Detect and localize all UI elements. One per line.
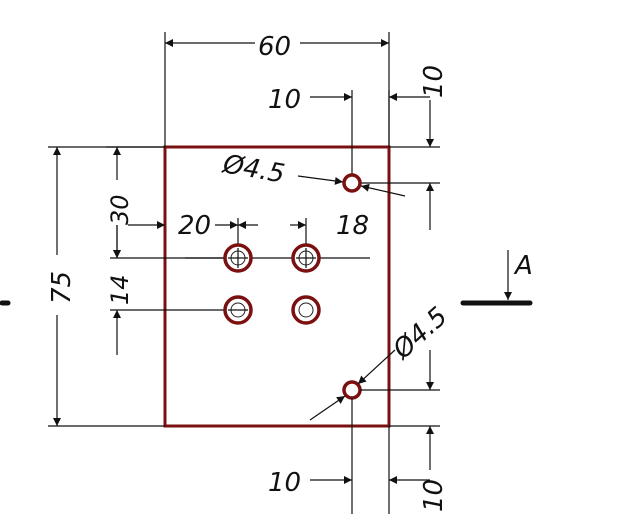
dim-bottom-offset-y: 10: [360, 350, 449, 512]
dim-label-60: 60: [258, 32, 291, 62]
section-label: A: [513, 251, 533, 281]
dim-bottom-hole-dia: Ø4.5: [309, 302, 454, 421]
hole-3: [223, 295, 253, 325]
holes: [223, 173, 362, 400]
dim-label-bottom-10x: 10: [268, 468, 301, 498]
dim-top-hole-dia: Ø4.5: [220, 149, 406, 197]
hole-2: [291, 243, 321, 273]
dim-top-offset-y: 10: [360, 65, 449, 230]
dim-label-top-dia: Ø4.5: [220, 149, 287, 189]
dim-offset-30: 30: [106, 146, 238, 259]
dim-spacing-14: 14: [106, 225, 238, 355]
dim-label-top-10y: 10: [419, 65, 449, 98]
dim-top-offset-x: 10: [268, 85, 430, 183]
dim-label-30: 30: [106, 194, 134, 225]
dim-spacing-20: 20: [128, 211, 239, 258]
dim-label-14: 14: [106, 274, 134, 305]
dim-bottom-offset-x: 10: [268, 398, 430, 514]
hole-bottom-right: [342, 380, 362, 400]
dim-label-bottom-10y: 10: [419, 479, 449, 512]
dim-label-20: 20: [178, 211, 211, 241]
dim-label-75: 75: [47, 271, 77, 304]
dim-label-18: 18: [336, 211, 369, 241]
section-indicator: A: [0, 250, 533, 306]
hole-4: [291, 295, 321, 325]
dim-label-top-10x: 10: [268, 85, 301, 115]
plate-outline: [163, 145, 391, 428]
dim-label-bottom-dia: Ø4.5: [387, 302, 454, 366]
dim-spacing-18: 18: [238, 211, 369, 258]
hole-top-right: [342, 173, 362, 193]
hole-1: [223, 243, 253, 273]
